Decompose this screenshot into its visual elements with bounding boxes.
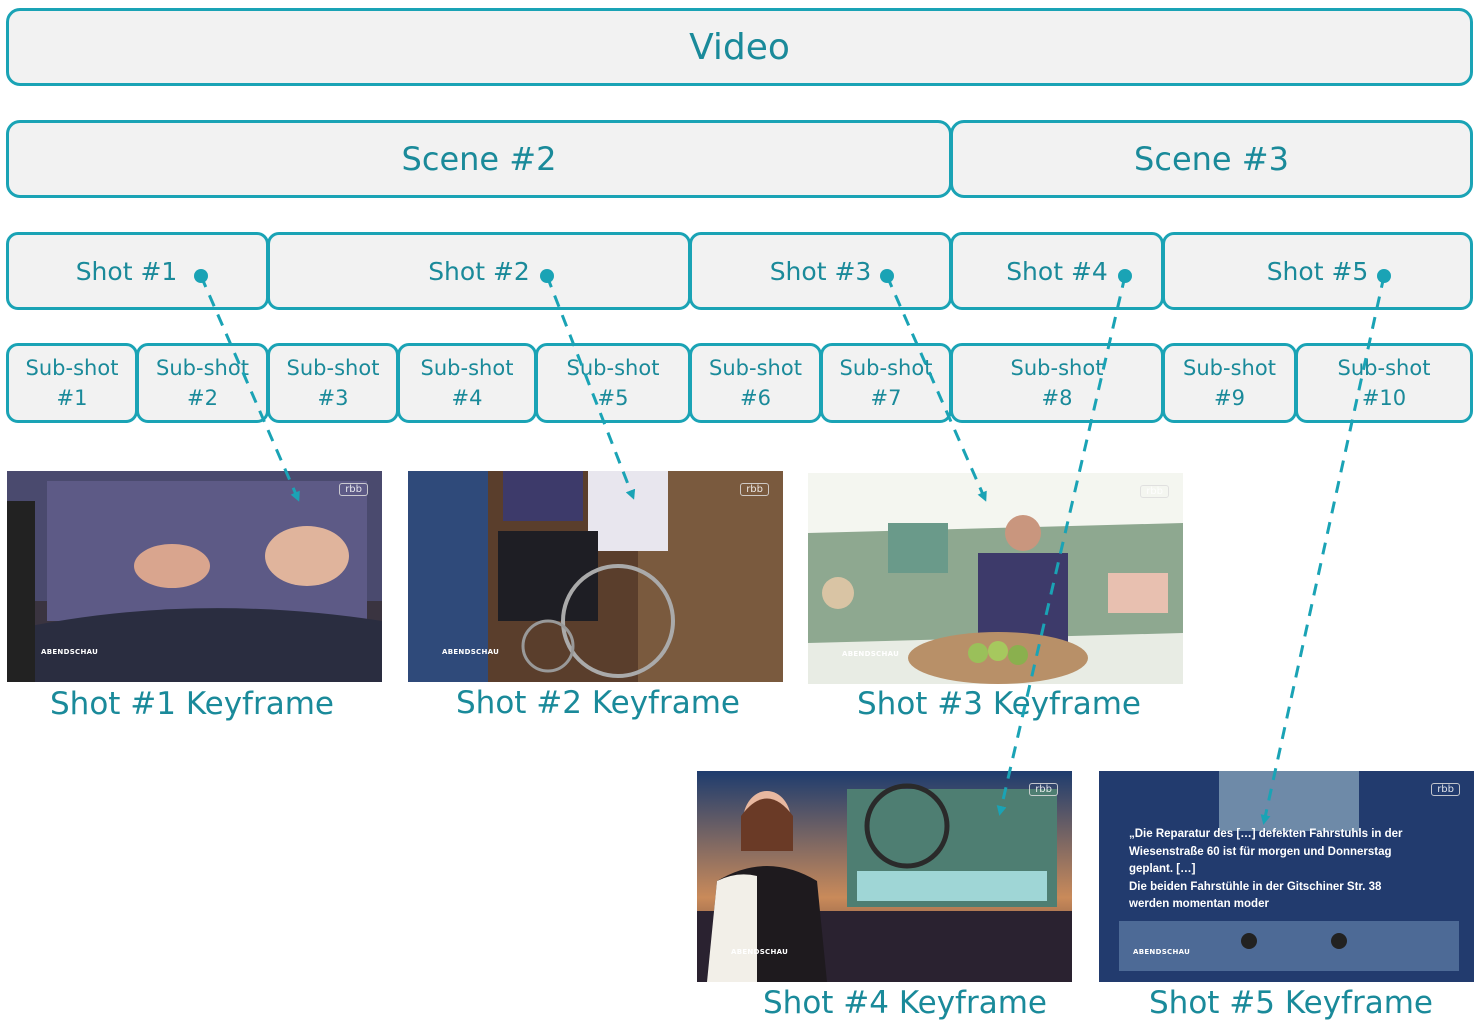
subshot-10-box: Sub-shot #10 <box>1295 343 1473 423</box>
subshot-1-number: #1 <box>56 386 88 410</box>
abendschau-logo-icon: ABENDSCHAU <box>842 650 900 658</box>
subshot-2-number: #2 <box>187 386 218 410</box>
abendschau-logo-icon: ABENDSCHAU <box>41 648 99 656</box>
shot-3-keyframe-caption: Shot #3 Keyframe <box>857 686 1141 722</box>
subshot-7-box: Sub-shot #7 <box>820 343 952 423</box>
shot-5-keyframe-image: „Die Reparatur des […] defekten Fahrstuh… <box>1099 771 1474 982</box>
video-label: Video <box>689 26 790 68</box>
subshot-3-box: Sub-shot #3 <box>267 343 399 423</box>
subtitle-line: werden momentan moder <box>1129 898 1269 910</box>
shot-3-label: Shot #3 <box>769 256 872 286</box>
subtitle-line: „Die Reparatur des […] defekten Fahrstuh… <box>1129 828 1403 840</box>
subshot-1-box: Sub-shot #1 <box>6 343 138 423</box>
scene-2-box: Scene #2 <box>6 120 952 198</box>
shot-5-label: Shot #5 <box>1266 256 1369 286</box>
subshot-9-number: #9 <box>1214 386 1245 410</box>
shot-1-label: Shot #1 <box>75 256 178 286</box>
subshot-3-label: Sub-shot <box>286 355 380 380</box>
subshot-4-box: Sub-shot #4 <box>397 343 537 423</box>
subshot-3-number: #3 <box>317 386 349 410</box>
shot-5-subtitle: „Die Reparatur des […] defekten Fahrstuh… <box>1129 826 1469 914</box>
abendschau-logo-icon: ABENDSCHAU <box>731 948 789 956</box>
subshot-4-number: #4 <box>451 386 483 410</box>
subtitle-line: geplant. […] <box>1129 863 1196 875</box>
rbb-logo-icon: rbb <box>339 483 368 496</box>
subshot-10-number: #10 <box>1361 386 1407 410</box>
subtitle-line: Wiesenstraße 60 ist für morgen und Donne… <box>1129 845 1392 858</box>
shot-4-label: Shot #4 <box>1006 256 1108 286</box>
shot-2-keyframe-image: rbb ABENDSCHAU <box>408 471 783 682</box>
subshot-1-label: Sub-shot <box>25 355 119 380</box>
subshot-7-number: #7 <box>870 386 902 410</box>
rbb-logo-icon: rbb <box>1029 783 1058 796</box>
subshot-9-label: Sub-shot <box>1183 355 1276 380</box>
shot-1-box: Shot #1 <box>6 232 269 310</box>
abendschau-logo-icon: ABENDSCHAU <box>442 648 500 656</box>
subshot-6-number: #6 <box>740 386 771 410</box>
subshot-8-box: Sub-shot #8 <box>950 343 1164 423</box>
subshot-7-label: Sub-shot <box>839 355 933 380</box>
shot-2-keyframe-caption: Shot #2 Keyframe <box>456 685 740 721</box>
subshot-5-number: #5 <box>597 386 629 410</box>
subshot-8-label: Sub-shot <box>1010 355 1104 380</box>
subshot-2-box: Sub-shot #2 <box>136 343 269 423</box>
shot-3-box: Shot #3 <box>689 232 952 310</box>
shot-1-keyframe-image: rbb ABENDSCHAU <box>7 471 382 682</box>
subshot-4-label: Sub-shot <box>420 355 514 380</box>
shot-3-keyframe-image: rbb ABENDSCHAU <box>808 473 1183 684</box>
video-box: Video <box>6 8 1473 86</box>
subshot-8-number: #8 <box>1041 386 1073 410</box>
subshot-6-box: Sub-shot #6 <box>689 343 822 423</box>
subshot-9-box: Sub-shot #9 <box>1162 343 1297 423</box>
rbb-logo-icon: rbb <box>740 483 769 496</box>
shot-2-label: Shot #2 <box>428 256 530 286</box>
subshot-6-label: Sub-shot <box>709 355 802 380</box>
subshot-10-label: Sub-shot <box>1337 355 1431 380</box>
subtitle-line: Die beiden Fahrstühle in der Gitschiner … <box>1129 880 1382 893</box>
shot-5-box: Shot #5 <box>1162 232 1473 310</box>
scene-2-label: Scene #2 <box>401 140 557 178</box>
shot-4-box: Shot #4 <box>950 232 1164 310</box>
shot-1-keyframe-caption: Shot #1 Keyframe <box>50 686 334 722</box>
subshot-5-label: Sub-shot <box>566 355 660 380</box>
shot-4-keyframe-caption: Shot #4 Keyframe <box>763 985 1047 1021</box>
subshot-2-label: Sub-shot <box>156 355 249 380</box>
rbb-logo-icon: rbb <box>1140 485 1169 498</box>
scene-3-label: Scene #3 <box>1134 140 1289 178</box>
shot-2-box: Shot #2 <box>267 232 691 310</box>
scene-3-box: Scene #3 <box>950 120 1473 198</box>
shot-4-keyframe-image: rbb ABENDSCHAU <box>697 771 1072 982</box>
abendschau-logo-icon: ABENDSCHAU <box>1133 948 1191 956</box>
shot-5-keyframe-caption: Shot #5 Keyframe <box>1149 985 1433 1021</box>
rbb-logo-icon: rbb <box>1431 783 1460 796</box>
subshot-5-box: Sub-shot #5 <box>535 343 691 423</box>
